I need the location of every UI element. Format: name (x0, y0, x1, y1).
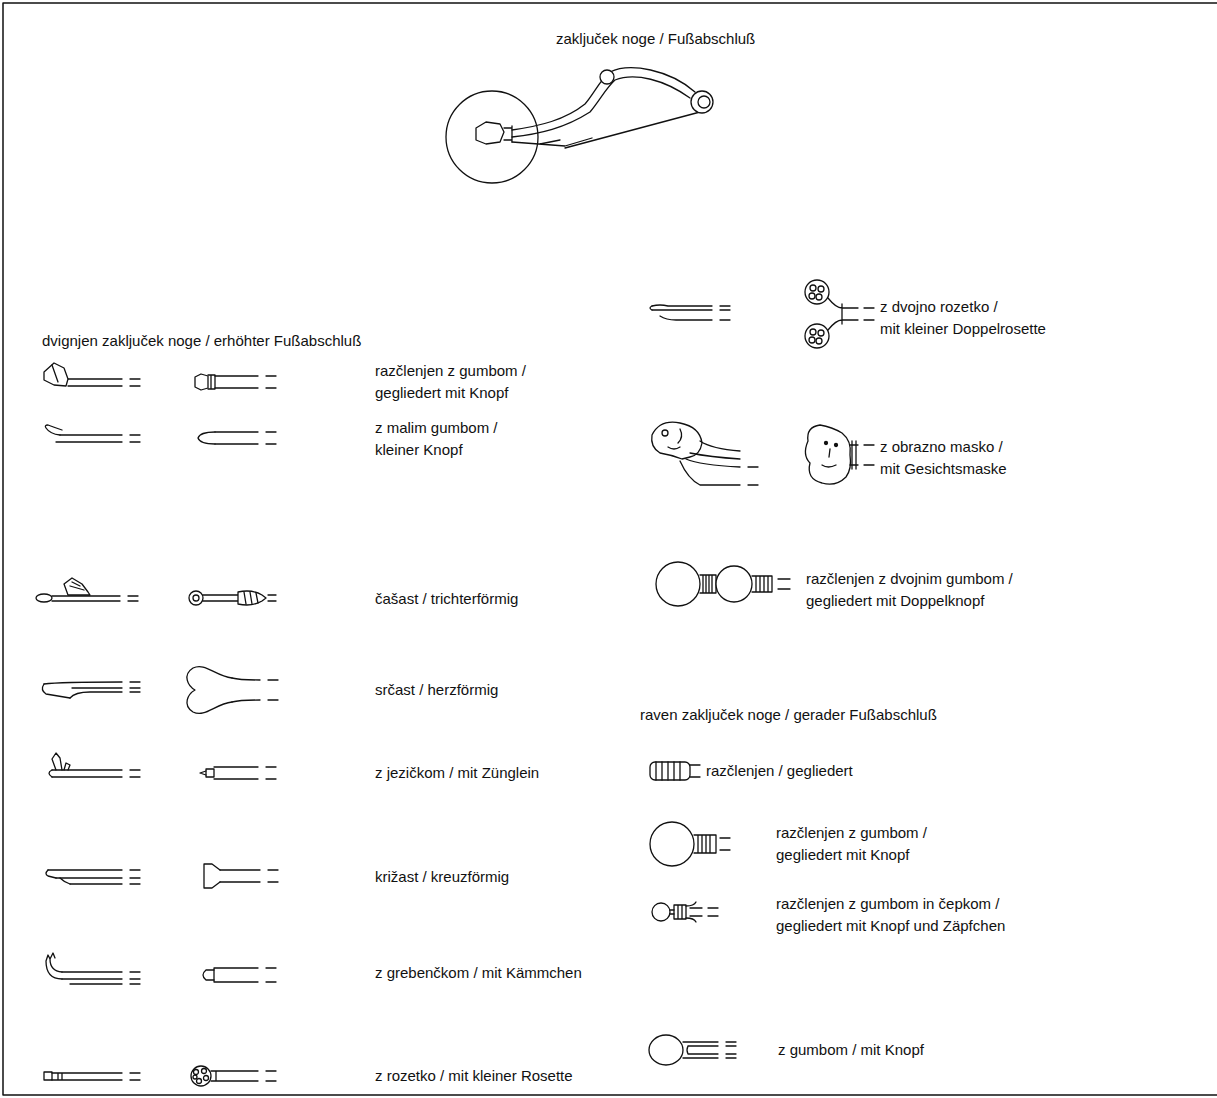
type-label: križast / kreuzförmig (375, 866, 509, 888)
type-label: z grebenčkom / mit Kämmchen (375, 962, 582, 984)
type-label: z obrazno masko / mit Gesichtsmaske (880, 436, 1007, 480)
type-label: z jezičkom / mit Zünglein (375, 762, 539, 784)
terminal-row (649, 280, 874, 1065)
terminal-row (36, 363, 278, 1086)
type-label: razčlenjen / gegliedert (706, 760, 853, 782)
type-label: čašast / trichterförmig (375, 588, 518, 610)
fibula-drawing (446, 68, 713, 183)
type-label: z rozetko / mit kleiner Rosette (375, 1065, 573, 1087)
type-label: razčlenjen z gumbom in čepkom / gegliede… (776, 893, 1005, 937)
type-label: razčlenjen z gumbom / gegliedert mit Kno… (776, 822, 927, 866)
group-heading: raven zaključek noge / gerader Fußabschl… (640, 704, 937, 726)
type-label: z gumbom / mit Knopf (778, 1039, 924, 1061)
type-label: razčlenjen z gumbom / gegliedert mit Kno… (375, 360, 526, 404)
figure-frame (3, 3, 1217, 1095)
type-label: razčlenjen z dvojnim gumbom / gegliedert… (806, 568, 1013, 612)
type-label: z malim gumbom / kleiner Knopf (375, 417, 498, 461)
type-label: z dvojno rozetko / mit kleiner Doppelros… (880, 296, 1046, 340)
group-heading: dvignjen zaključek noge / erhöhter Fußab… (42, 330, 361, 352)
figure-heading: zaključek noge / Fußabschluß (556, 28, 755, 50)
type-label: srčast / herzförmig (375, 679, 498, 701)
